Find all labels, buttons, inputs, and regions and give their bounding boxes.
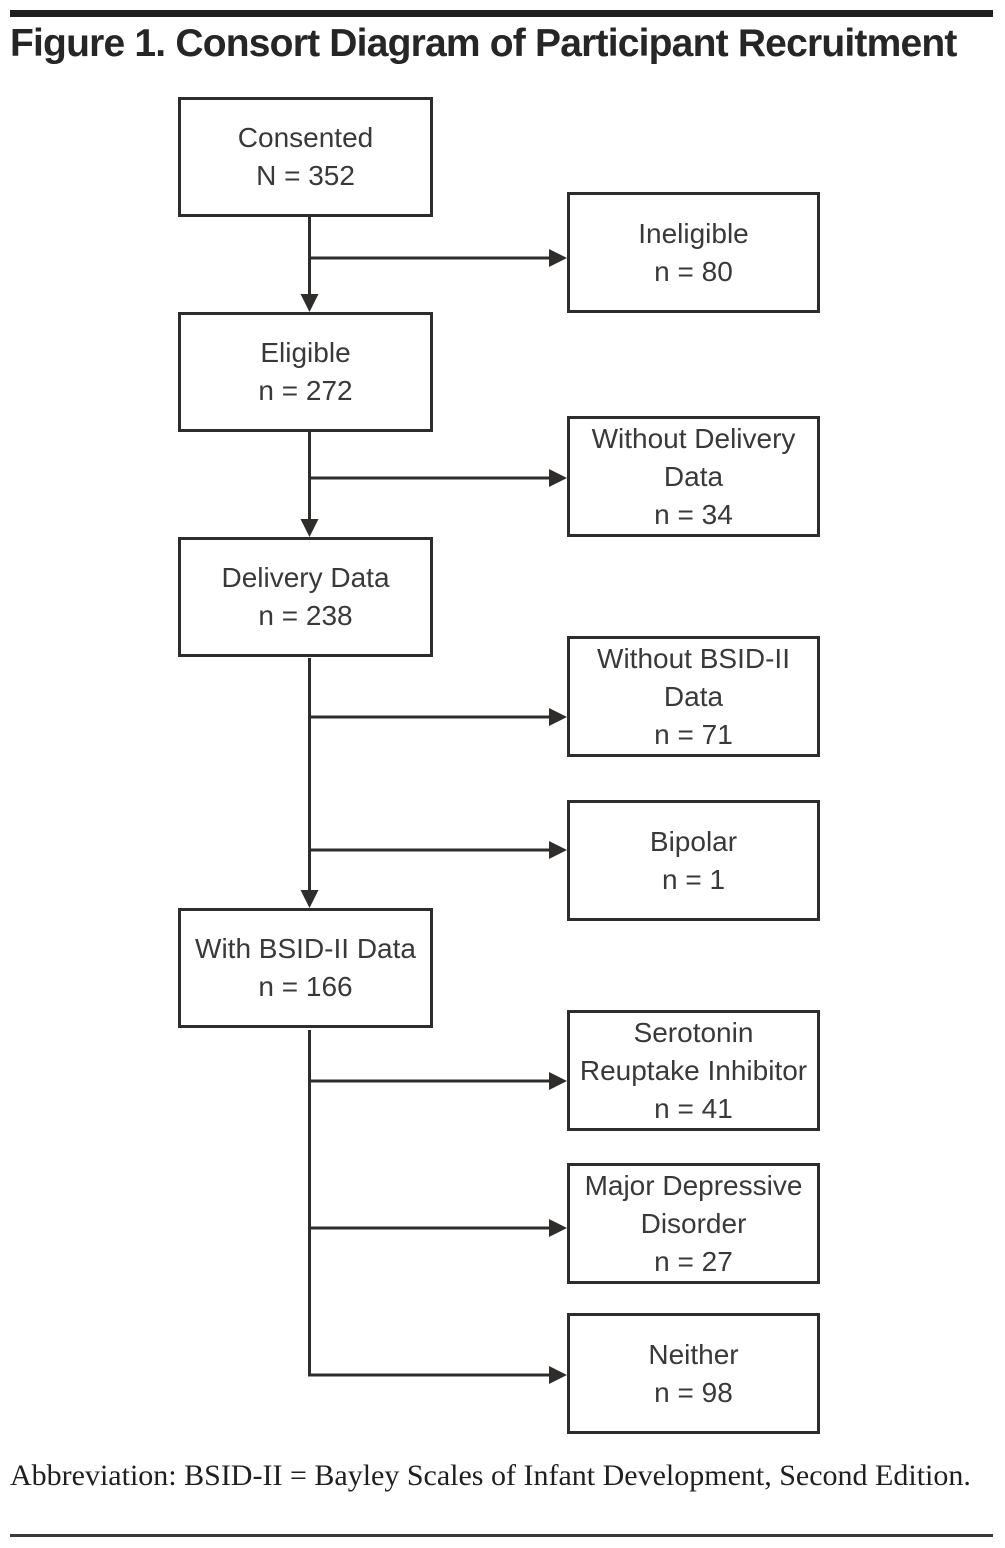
node-label: Reuptake Inhibitor — [579, 1054, 808, 1086]
node-label: Neither — [648, 1338, 739, 1370]
node-serotonin-reuptake-inhibitor: Serotonin Reuptake Inhibitor n = 41 — [567, 1010, 820, 1131]
node-ineligible: Ineligible n = 80 — [567, 192, 820, 313]
node-delivery-data: Delivery Data n = 238 — [178, 537, 433, 657]
connector-consented-ineligible — [309, 249, 567, 267]
figure-title: Figure 1. Consort Diagram of Participant… — [10, 22, 957, 65]
node-label: Eligible — [260, 337, 351, 368]
connector-bsid-sri — [309, 1072, 567, 1090]
node-label: Without BSID-II — [597, 642, 790, 674]
node-label: Serotonin — [633, 1016, 754, 1048]
node-label: Data — [663, 460, 724, 492]
connector-eligible-without-delivery — [309, 469, 567, 487]
node-label: With BSID-II Data — [195, 933, 416, 964]
node-count: n = 166 — [258, 971, 353, 1002]
connector-delivery-bsid — [300, 658, 319, 908]
node-label: Bipolar — [649, 825, 738, 857]
node-count: n = 238 — [258, 600, 353, 631]
connector-delivery-without-bsid — [309, 708, 567, 726]
node-label: Delivery Data — [221, 562, 390, 593]
node-consented: Consented N = 352 — [178, 97, 433, 217]
node-count: n = 27 — [654, 1245, 733, 1277]
connector-delivery-bipolar — [309, 841, 567, 859]
connector-consented-eligible — [300, 217, 319, 312]
node-with-bsid-data: With BSID-II Data n = 166 — [178, 908, 433, 1028]
node-count: n = 98 — [654, 1376, 733, 1408]
abbreviation-note: Abbreviation: BSID-II = Bayley Scales of… — [10, 1459, 971, 1492]
node-count: n = 41 — [654, 1092, 733, 1124]
node-without-delivery-data: Without Delivery Data n = 34 — [567, 416, 820, 537]
bottom-rule — [10, 1534, 993, 1537]
node-count: n = 1 — [661, 863, 726, 895]
node-label: Consented — [237, 122, 374, 153]
node-label: Data — [663, 680, 724, 712]
node-label: Major Depressive — [584, 1169, 803, 1201]
connector-eligible-delivery — [300, 432, 319, 537]
node-count: N = 352 — [256, 160, 355, 191]
node-count: n = 80 — [654, 255, 733, 287]
connector-bsid-mdd — [309, 1219, 567, 1237]
node-without-bsid-data: Without BSID-II Data n = 71 — [567, 636, 820, 757]
node-major-depressive-disorder: Major Depressive Disorder n = 27 — [567, 1163, 820, 1284]
node-label: Without Delivery — [591, 422, 796, 454]
node-count: n = 272 — [258, 375, 353, 406]
node-label: Ineligible — [638, 217, 749, 249]
node-count: n = 71 — [654, 718, 733, 750]
node-label: Disorder — [640, 1207, 747, 1239]
connector-bsid-stem — [308, 1030, 567, 1384]
node-eligible: Eligible n = 272 — [178, 312, 433, 432]
node-count: n = 34 — [654, 498, 733, 530]
top-rule — [10, 10, 993, 17]
node-bipolar: Bipolar n = 1 — [567, 800, 820, 921]
node-neither: Neither n = 98 — [567, 1313, 820, 1434]
